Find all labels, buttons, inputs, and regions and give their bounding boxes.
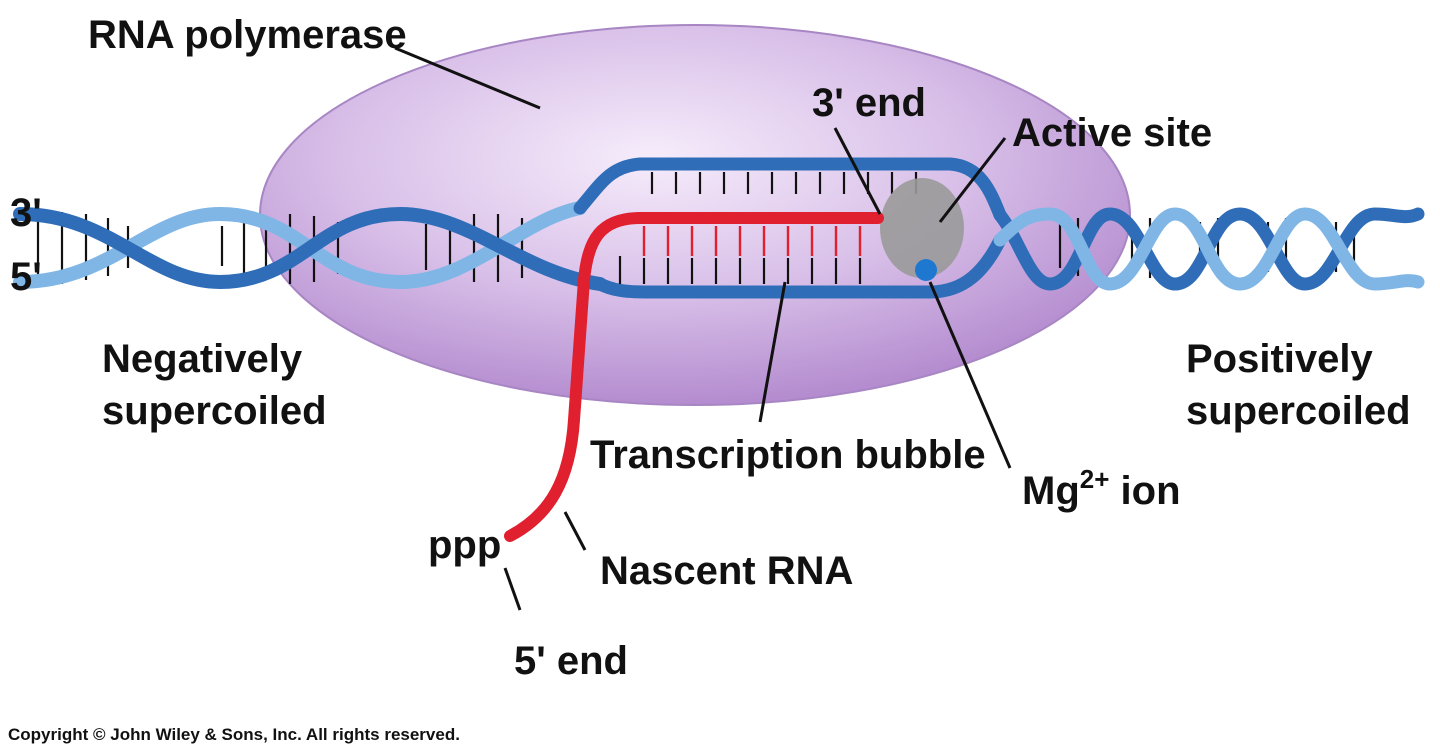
positively-label-line2: supercoiled (1186, 389, 1411, 433)
strand-3-prime-label: 3' (10, 191, 42, 235)
three-prime-end-label: 3' end (812, 81, 926, 125)
rna-dna-hybrid-rungs (642, 226, 862, 256)
strand-5-prime-label: 5' (10, 255, 42, 299)
right-helix-light-strand (993, 207, 1425, 291)
nascent-rna-strand (504, 212, 884, 542)
nascent-rna-label: Nascent RNA (600, 549, 853, 593)
positively-label-line1: Positively (1186, 337, 1374, 381)
active-site-label: Active site (1012, 111, 1212, 155)
leader-lines (394, 46, 1012, 611)
mg-ion-text: ion (1109, 469, 1180, 513)
active-site-region (880, 178, 964, 278)
mg-ion-label: Mg2+ ion (1022, 464, 1181, 513)
left-helix-dark-strand (13, 206, 607, 291)
copyright-notice: Copyright © John Wiley & Sons, Inc. All … (8, 725, 460, 744)
bubble-upper-rungs (650, 172, 918, 194)
bubble-upper-strand (573, 157, 1007, 222)
negatively-label-line1: Negatively (102, 337, 303, 381)
bubble-lower-rungs (618, 256, 862, 284)
ppp-label: ppp (428, 523, 501, 567)
rna-polymerase-label: RNA polymerase (88, 13, 407, 57)
transcription-bubble-label: Transcription bubble (590, 433, 986, 477)
mg-ion (915, 259, 937, 281)
mg-base-text: Mg (1022, 469, 1080, 513)
right-helix-dark-strand (993, 207, 1425, 291)
mg-superscript: 2+ (1080, 464, 1110, 494)
negatively-label-line2: supercoiled (102, 389, 327, 433)
five-prime-end-label: 5' end (514, 639, 628, 683)
bubble-lower-strand (593, 233, 1007, 299)
